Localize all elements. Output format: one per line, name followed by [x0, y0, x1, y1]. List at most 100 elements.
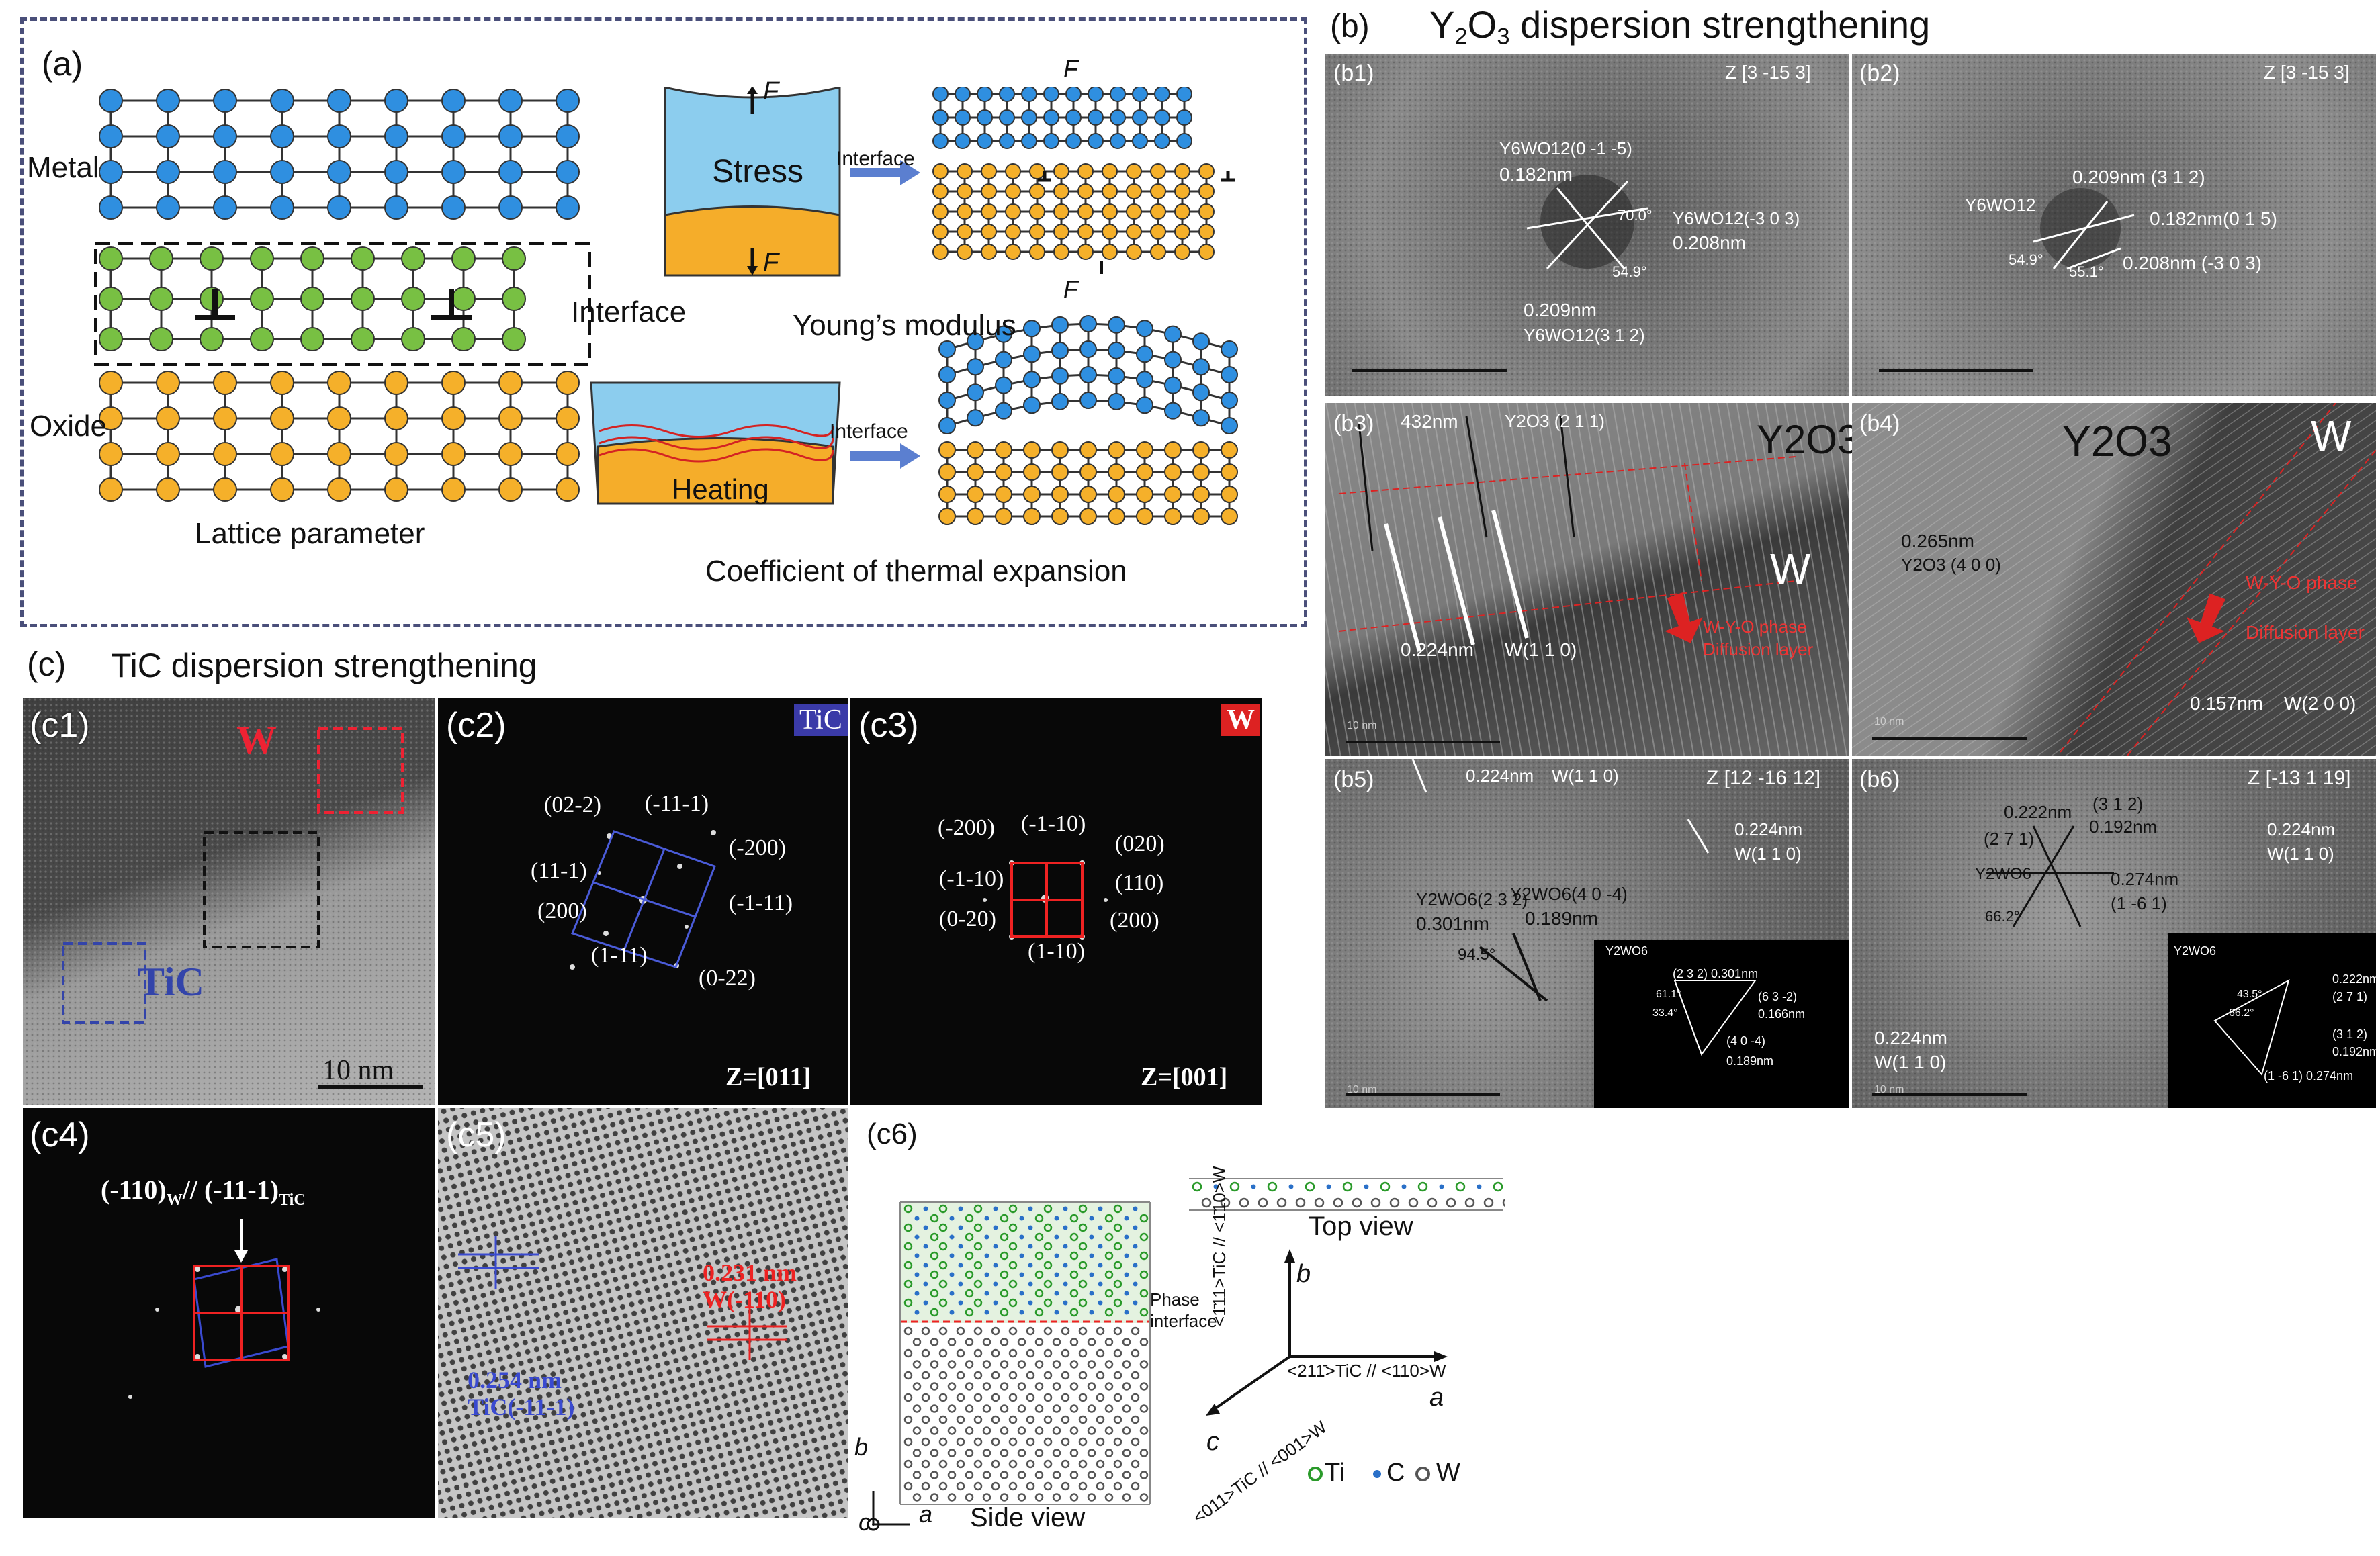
c3-p7: (200)	[1110, 908, 1159, 933]
b6-t7: Y2WO6	[1975, 865, 2032, 883]
b6-inset-title: Y2WO6	[2174, 944, 2217, 958]
b6-label: (b6)	[1859, 767, 1900, 792]
c2-p7: (1-11)	[591, 943, 648, 968]
c4-relation: (-110)W// (-11-1)TiC	[101, 1175, 306, 1209]
tem-image-c1	[23, 698, 435, 1105]
c6-leg-ti: Ti	[1325, 1459, 1346, 1487]
b5-t9: 94.5°	[1458, 946, 1496, 964]
fft-image-c2	[438, 698, 848, 1105]
c6-ax-horiz: <211̄>TiC // <110>W	[1287, 1361, 1446, 1381]
oxide-label: Oxide	[30, 410, 107, 443]
c1-label: (c1)	[30, 706, 90, 745]
c5-blue2: TiC(-11-1)	[468, 1393, 575, 1420]
tem-image-b4	[1852, 403, 2376, 756]
arrow-body-2	[850, 451, 903, 461]
panel-a-label: (a)	[42, 45, 83, 83]
panel-a-frame	[20, 17, 1307, 627]
b6-t9: (1 -6 1)	[2111, 893, 2167, 913]
b6-i4: 66.2°	[2229, 1007, 2254, 1019]
c2-p1: (02-2)	[544, 792, 601, 817]
heating-lattice	[938, 315, 1238, 525]
b1-t5: 0.208nm	[1673, 232, 1746, 253]
b2-t5: 55.1°	[2069, 263, 2104, 280]
b5-i2: 61.1°	[1656, 989, 1681, 1000]
top-view-lattice	[1189, 1178, 1505, 1211]
b1-t4: Y6WO12(-3 0 3)	[1673, 208, 1800, 228]
c2-p5: (200)	[537, 899, 587, 923]
tem-image-b6	[1852, 759, 2376, 1108]
b2-zone: Z [3 -15 3]	[2264, 62, 2350, 83]
b5-t6: 0.301nm	[1416, 913, 1489, 934]
c2-p8: (0-22)	[699, 966, 756, 991]
b4-t1: 0.265nm	[1901, 531, 1974, 551]
b6-zone: Z [-13 1 19]	[2248, 767, 2351, 789]
b6-i6: 0.192nm	[2332, 1045, 2380, 1058]
b6-t11: 0.224nm	[1874, 1027, 1947, 1048]
c2-p2: (-11-1)	[645, 791, 709, 816]
b1-label: (b1)	[1333, 60, 1374, 86]
b5-t3: 0.224nm	[1734, 819, 1803, 839]
c3-p1: (-200)	[938, 815, 995, 840]
b1-t2: 0.182nm	[1499, 164, 1573, 185]
c6-a-small: a	[919, 1500, 933, 1528]
force-right-bottom: F	[1063, 275, 1078, 303]
c2-p4: (-200)	[729, 835, 786, 860]
b3-scale: 10 nm	[1347, 720, 1377, 731]
b6-i3: 43.5°	[2237, 989, 2262, 1000]
tem-image-b5	[1325, 759, 1849, 1108]
c6-a-axis: a	[1429, 1383, 1444, 1412]
side-view-upper	[903, 1204, 1149, 1317]
b6-t6: W(1 1 0)	[2267, 843, 2334, 864]
b5-inset-title: Y2WO6	[1605, 944, 1648, 958]
b3-label: (b3)	[1333, 411, 1374, 437]
b1-t1: Y6WO12(0 -1 -5)	[1499, 138, 1632, 158]
heating-block	[597, 437, 834, 505]
stress-block	[664, 87, 841, 216]
c1-tic: TiC	[138, 960, 204, 1004]
b2-t3: 0.182nm(0 1 5)	[2150, 208, 2277, 229]
c2-label: (c2)	[446, 706, 506, 745]
b5-i4: 0.166nm	[1758, 1007, 1806, 1021]
c3-label: (c3)	[858, 706, 919, 745]
b6-t10: 66.2°	[1985, 908, 2020, 925]
b4-r1: W-Y-O phase	[2246, 572, 2358, 593]
b6-i1: 0.222nm	[2332, 972, 2380, 986]
b5-i3: (6 3 -2)	[1758, 990, 1798, 1003]
c5-blue1: 0.254 nm	[468, 1367, 562, 1393]
b4-r2: Diffusion layer	[2246, 622, 2365, 643]
c2-zone: Z=[011]	[725, 1063, 811, 1091]
b3-r2: Diffusion layer	[1703, 639, 1814, 659]
fft-image-c3	[850, 698, 1262, 1105]
c3-zone: Z=[001]	[1141, 1063, 1228, 1091]
panel-b-label: (b)	[1330, 9, 1370, 44]
arrow-interface-label-1: Interface	[836, 148, 915, 170]
c2-p3: (11-1)	[531, 858, 587, 883]
b3-t4: W(1 1 0)	[1505, 639, 1577, 660]
b5-scale: 10 nm	[1347, 1084, 1377, 1095]
b3-big: Y2O3	[1757, 417, 1860, 462]
b4-t3: 0.157nm	[2190, 693, 2263, 714]
c4-label: (c4)	[30, 1115, 90, 1154]
b5-i6: (4 0 -4)	[1726, 1034, 1766, 1048]
c3-p3: (020)	[1115, 831, 1165, 856]
b2-t4: 54.9°	[2009, 251, 2043, 268]
b1-t6: 54.9°	[1612, 263, 1647, 280]
lattice-caption: Lattice parameter	[195, 517, 425, 550]
b5-i5: 33.4°	[1652, 1007, 1678, 1019]
tem-image-b1	[1325, 54, 1849, 396]
tem-image-b3	[1325, 403, 1849, 756]
b3-w: W	[1770, 545, 1811, 593]
c6-side-view: Side view	[970, 1503, 1086, 1532]
b6-i2: (2 7 1)	[2332, 990, 2368, 1003]
b4-scale: 10 nm	[1874, 716, 1904, 727]
force-top: F	[763, 77, 779, 105]
c2-p6: (-1-11)	[729, 890, 793, 915]
b5-i1: (2 3 2) 0.301nm	[1673, 967, 1759, 980]
panel-c-title: TiC dispersion strengthening	[111, 647, 537, 684]
b4-t2: Y2O3 (4 0 0)	[1901, 555, 2001, 575]
b6-t3: (2 7 1)	[1984, 829, 2035, 849]
side-view-lower	[903, 1326, 1149, 1502]
interface-label: Interface	[571, 295, 687, 328]
c6-c-axis: c	[1206, 1428, 1219, 1456]
c6-phase: Phase	[1150, 1289, 1200, 1310]
